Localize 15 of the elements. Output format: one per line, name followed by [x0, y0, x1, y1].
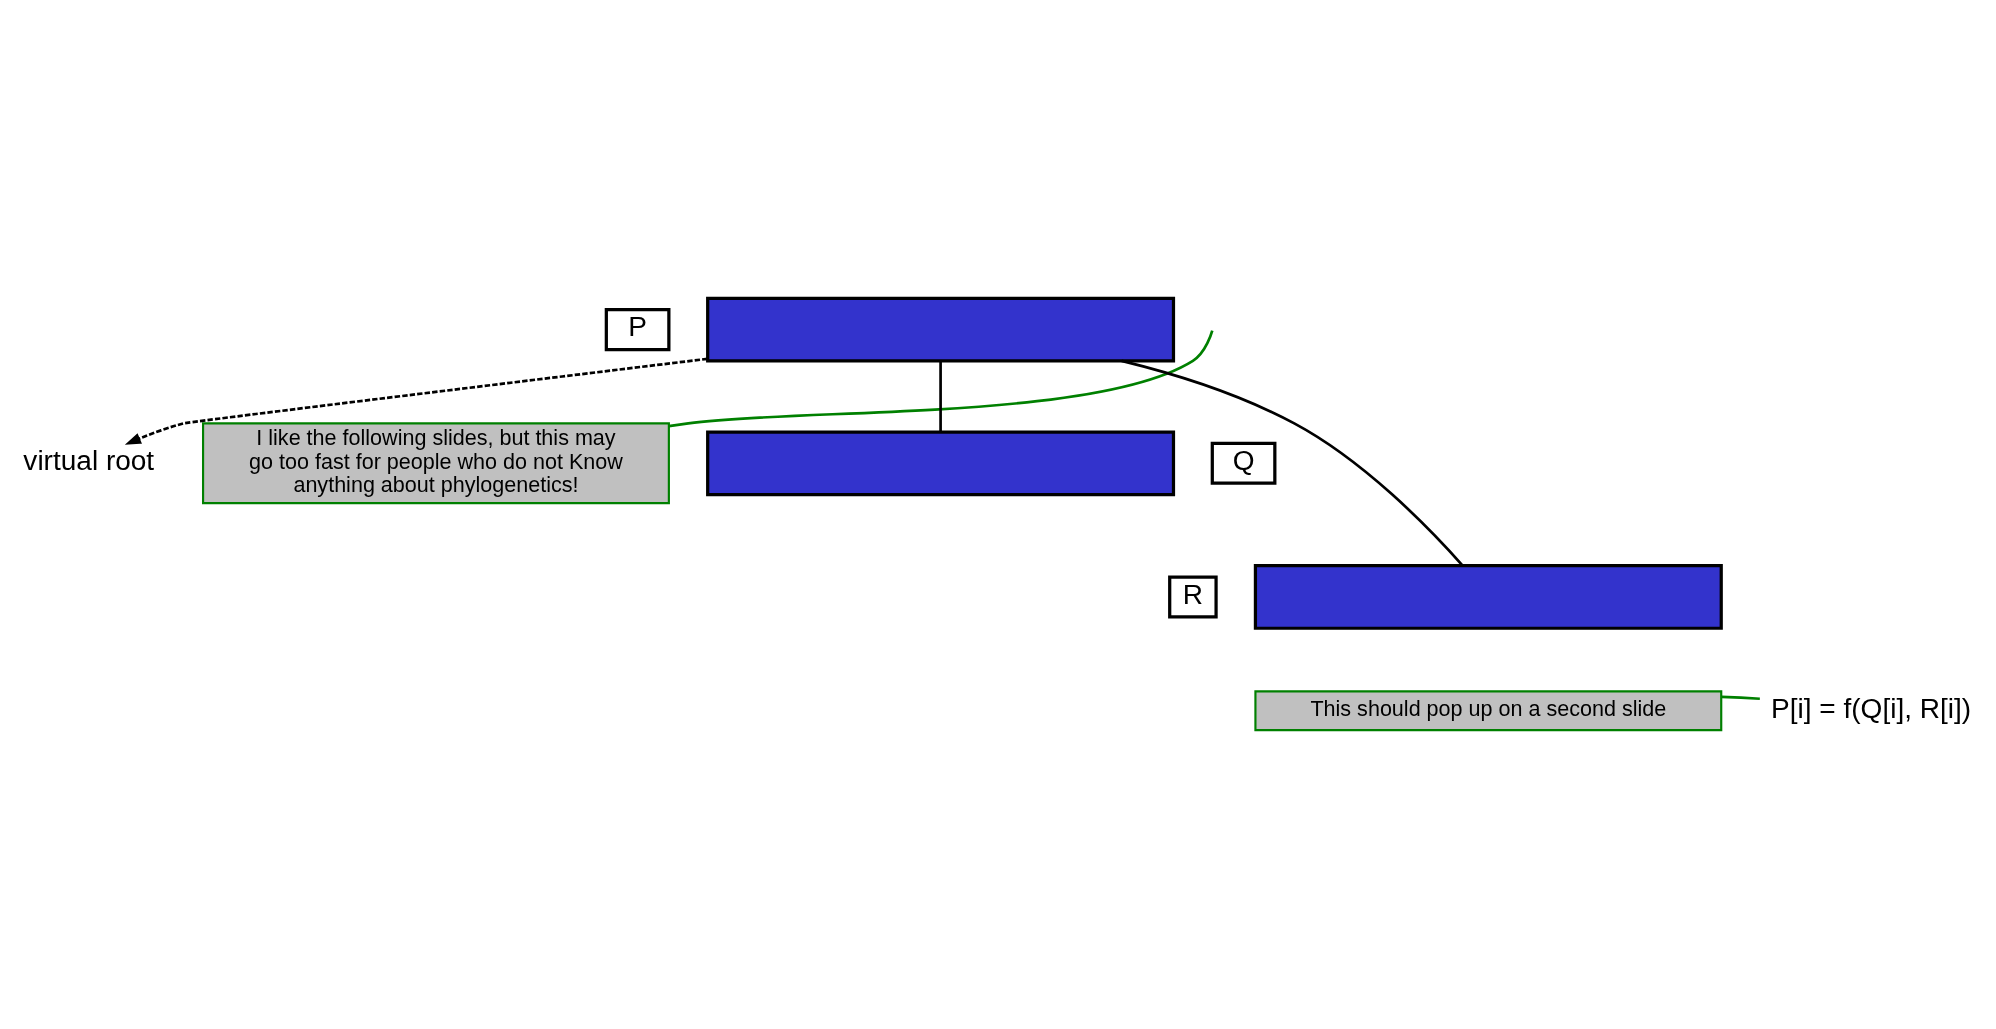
- node-box: This should pop up on a second slide: [1254, 690, 1723, 732]
- connector: [668, 330, 1214, 428]
- connector: [939, 361, 942, 432]
- node-bar: [706, 296, 1176, 363]
- connector: [1721, 695, 1760, 701]
- node-bar: [1253, 564, 1723, 630]
- node-text: virtual root: [23, 445, 155, 477]
- node-box: P: [604, 308, 671, 352]
- node-box: Q: [1210, 441, 1277, 485]
- node-box: I like the following slides, but this may go too fast for people who do not Know anything about phylogenetics!: [202, 422, 670, 505]
- node-bar: [706, 430, 1176, 497]
- node-text: P[i] = f(Q[i], R[i]): [1771, 692, 1972, 724]
- arrow: [124, 357, 708, 445]
- connector: [1121, 359, 1464, 567]
- node-box: R: [1168, 575, 1218, 619]
